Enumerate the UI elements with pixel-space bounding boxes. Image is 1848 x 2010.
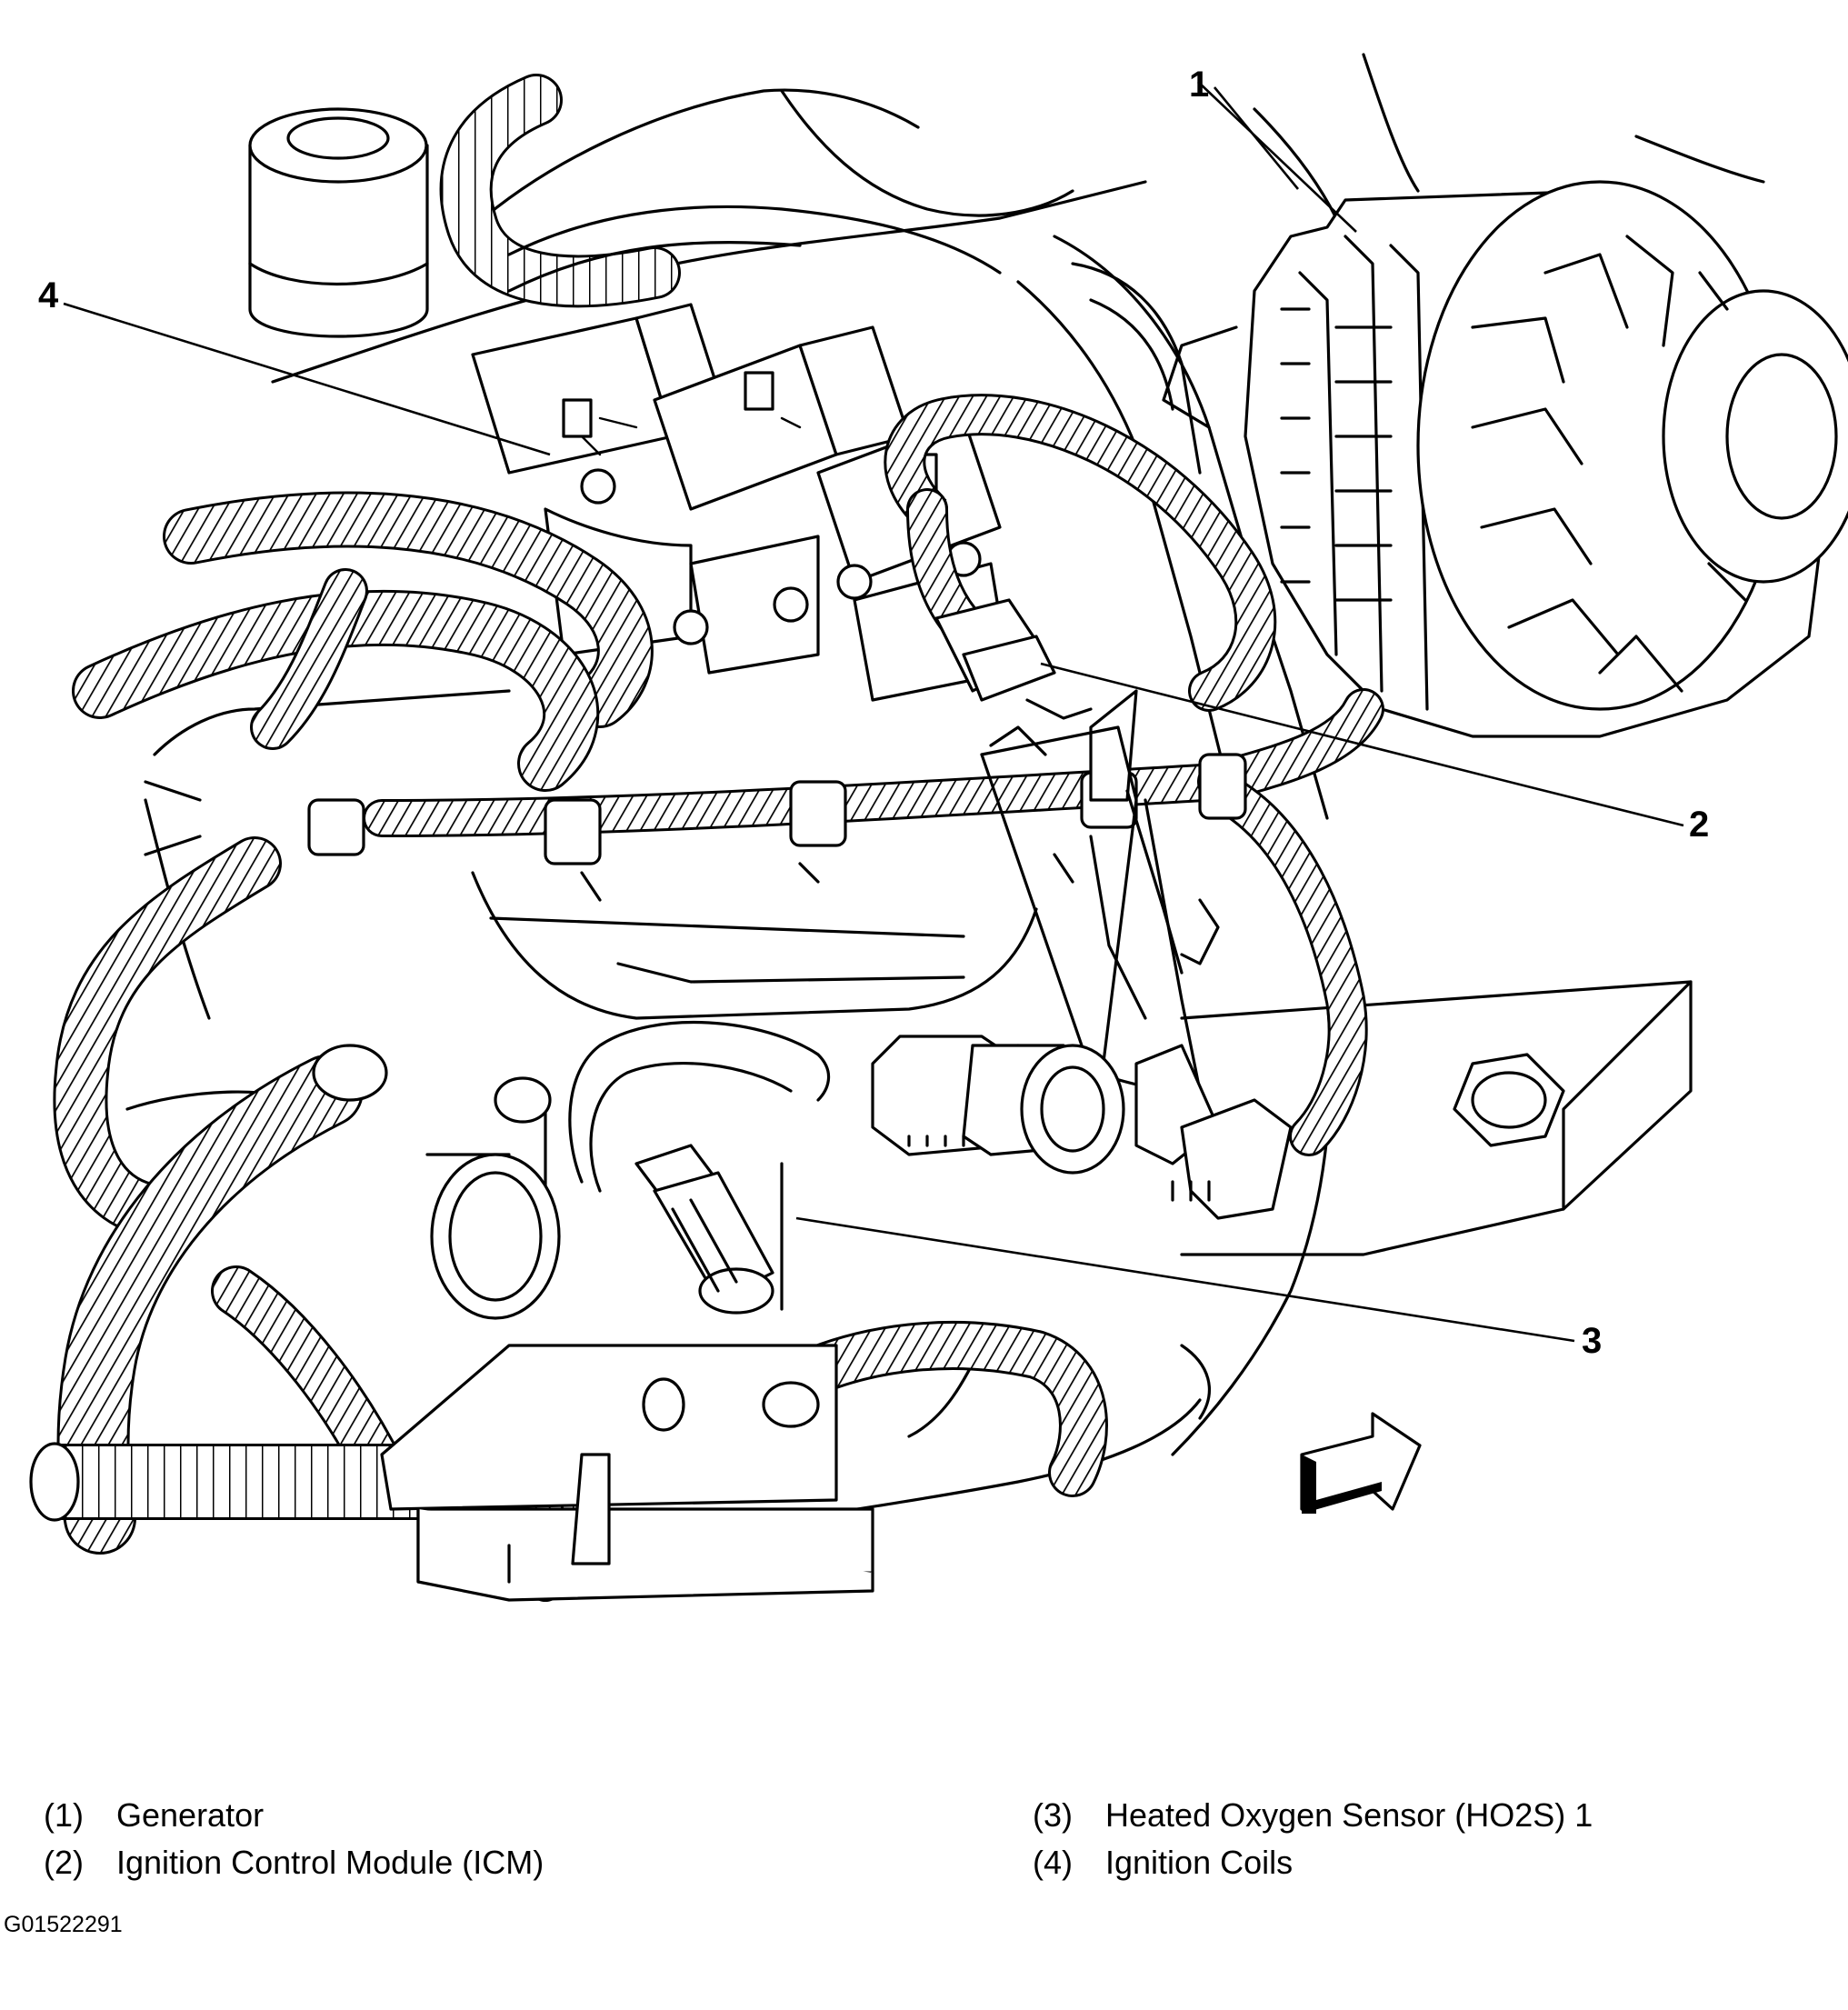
legend-number: (4) bbox=[1033, 1844, 1073, 1881]
callout-3: 3 bbox=[1582, 1321, 1602, 1361]
harness-connector-block bbox=[380, 1344, 874, 1602]
callout-2: 2 bbox=[1689, 805, 1709, 845]
legend-item-generator: (1) Generator bbox=[44, 1795, 264, 1835]
callout-1: 1 bbox=[1189, 65, 1209, 105]
generator-alternator bbox=[1162, 180, 1848, 738]
legend-item-ignition-coils: (4) Ignition Coils bbox=[1033, 1843, 1293, 1883]
exhaust-manifold bbox=[312, 1044, 561, 1320]
icm-connector bbox=[934, 598, 1138, 802]
legend-label: Ignition Control Module (ICM) bbox=[116, 1844, 544, 1881]
callout-4: 4 bbox=[38, 275, 59, 315]
legend-label: Heated Oxygen Sensor (HO2S) 1 bbox=[1105, 1796, 1593, 1834]
legend-label: Generator bbox=[116, 1796, 265, 1834]
breather-hose bbox=[439, 74, 681, 308]
oil-filler-cap bbox=[248, 107, 429, 338]
engine-component-illustration: 1 2 3 4 bbox=[29, 53, 1848, 1602]
figure-id: G01522291 bbox=[4, 1912, 123, 1937]
legend-number: (3) bbox=[1033, 1796, 1073, 1834]
callout-leaders bbox=[63, 81, 1684, 1343]
heated-oxygen-sensor bbox=[568, 1021, 831, 1315]
ho2s-connector bbox=[871, 1035, 1293, 1220]
legend-item-ho2s: (3) Heated Oxygen Sensor (HO2S) 1 bbox=[1033, 1795, 1593, 1835]
bolt bbox=[1453, 1053, 1565, 1147]
legend-item-icm: (2) Ignition Control Module (ICM) bbox=[44, 1843, 544, 1883]
front-direction-arrow-icon bbox=[1300, 1412, 1422, 1514]
legend-number: (2) bbox=[44, 1844, 84, 1881]
legend-label: Ignition Coils bbox=[1105, 1844, 1294, 1881]
legend-number: (1) bbox=[44, 1796, 84, 1834]
